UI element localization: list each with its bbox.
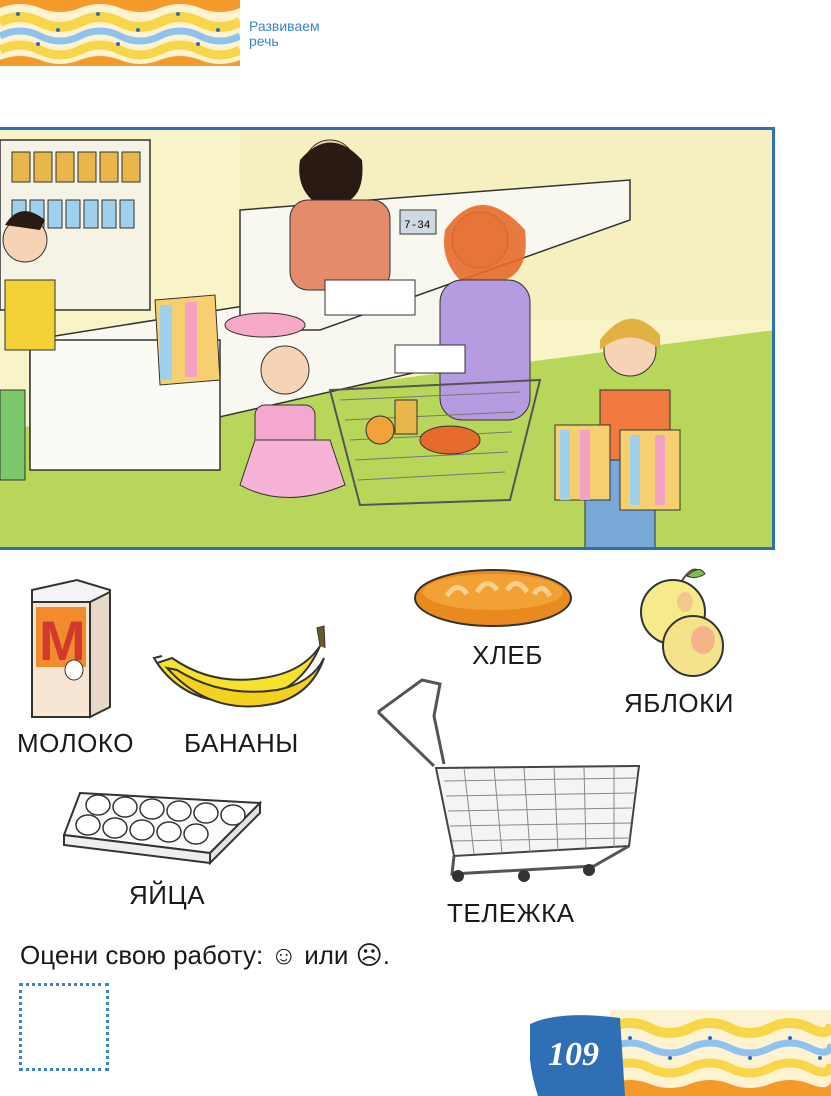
- page-number-banner: [530, 1010, 831, 1096]
- self-assessment-prompt: Оцени свою работу: ☺ или ☹.: [20, 940, 390, 970]
- scene-drawing: 7-34: [0, 130, 772, 547]
- decorative-wave-banner: [0, 0, 240, 66]
- self-assessment-box[interactable]: [19, 983, 109, 1071]
- section-title: Развиваем речь: [249, 19, 320, 49]
- label-milk: МОЛОКО: [17, 728, 134, 758]
- eggs-picture: [62, 791, 262, 865]
- section-title-line1: Развиваем: [249, 18, 320, 34]
- bread-picture: [414, 569, 572, 627]
- apples-picture: [640, 568, 724, 677]
- label-apples: ЯБЛОКИ: [624, 688, 734, 718]
- section-title-line2: речь: [249, 33, 279, 49]
- label-eggs: ЯЙЦА: [129, 880, 206, 910]
- bananas-picture: [152, 625, 326, 708]
- page-number: 109: [548, 1036, 599, 1073]
- label-bread: ХЛЕБ: [472, 640, 543, 670]
- label-cart: ТЕЛЕЖКА: [447, 898, 575, 928]
- shop-scene-illustration: 7-34: [0, 127, 775, 550]
- label-bananas: БАНАНЫ: [184, 728, 299, 758]
- milk-carton-picture: М: [31, 578, 111, 719]
- shopping-cart-picture: [376, 678, 641, 882]
- register-display: 7-34: [404, 220, 431, 232]
